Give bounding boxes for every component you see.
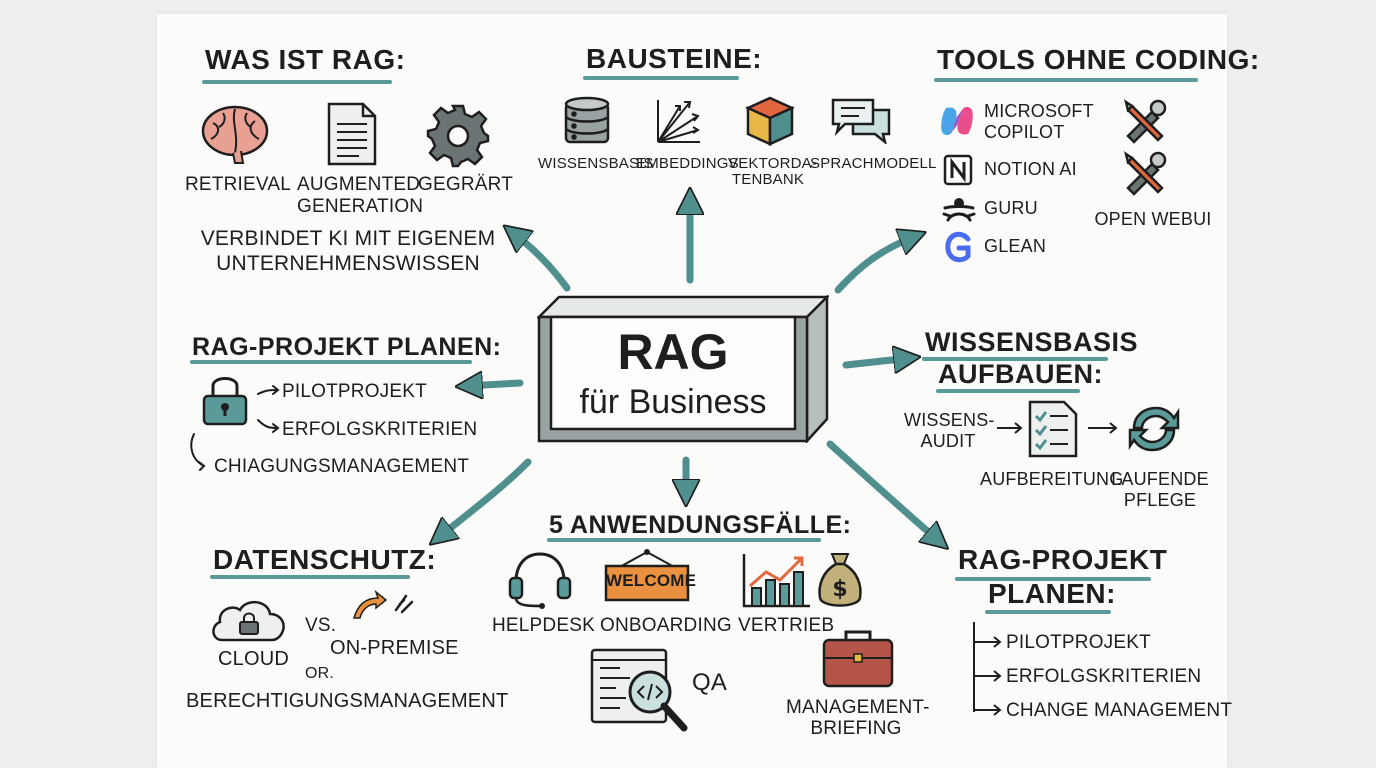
anwendungsfaelle-heading: 5 ANWENDUNGSFÄLLE: xyxy=(549,511,852,539)
summary-line-2: UNTERNEHMENSWISSEN xyxy=(216,252,480,275)
growth-chart-icon xyxy=(742,554,810,608)
label-on-premise: ON-PREMISE xyxy=(330,637,459,659)
anwendungsfaelle-underline xyxy=(547,538,821,542)
guru-logo-icon xyxy=(942,198,976,222)
svg-text:$: $ xyxy=(832,577,847,602)
label-briefing: BRIEFING xyxy=(810,718,902,739)
label-vektordatenbank-2: TENBANK xyxy=(731,171,805,188)
label-vs: VS. xyxy=(305,615,337,636)
label-or: OR. xyxy=(305,665,335,682)
vector-arrows-icon xyxy=(657,100,700,143)
label-pflege: PFLEGE xyxy=(1123,490,1197,510)
arrow-audit-to-checklist xyxy=(997,422,1023,434)
projekt-right-heading-2: PLANEN: xyxy=(988,578,1116,609)
projekt-right-item-1: PILOTPROJEKT xyxy=(1006,632,1151,653)
label-management: MANAGEMENT- xyxy=(786,697,930,718)
padlock-icon xyxy=(202,377,248,426)
label-embeddings: EMBEDDINGS xyxy=(636,155,739,172)
bausteine-underline xyxy=(583,76,739,80)
wissensbasis-underline-1 xyxy=(922,357,1108,361)
projekt-left-item-1: PILOTPROJEKT xyxy=(282,381,427,402)
headset-icon xyxy=(508,552,572,609)
checklist-icon xyxy=(1028,400,1078,458)
copilot-logo-icon xyxy=(941,107,973,135)
code-search-icon xyxy=(590,648,688,732)
projekt-right-item-3: CHANGE MANAGEMENT xyxy=(1006,700,1233,721)
arrow-checklist-to-refresh xyxy=(1088,422,1118,434)
label-berechtigungsmanagement: BERECHTIGUNGSMANAGEMENT xyxy=(186,690,509,712)
center-subtitle: für Business xyxy=(579,383,767,421)
welcome-sign-text: WELCOME xyxy=(606,571,697,590)
wissensbasis-underline-2 xyxy=(936,389,1080,393)
projekt-left-connectors xyxy=(190,385,280,471)
projekt-left-item-3: CHIAGUNGSMANAGEMENT xyxy=(214,456,470,477)
label-copilot: COPILOT xyxy=(984,122,1065,142)
label-vertrieb: VERTRIEB xyxy=(738,615,835,636)
projekt-left-underline xyxy=(190,360,472,364)
welcome-sign-icon xyxy=(604,549,690,602)
label-wissens: WISSENS- xyxy=(904,410,995,430)
briefcase-icon xyxy=(822,630,894,688)
document-icon xyxy=(327,102,377,166)
was-ist-rag-underline xyxy=(202,80,392,84)
projekt-right-heading-1: RAG-PROJEKT xyxy=(958,544,1168,575)
wissensbasis-heading-2: AUFBAUEN: xyxy=(938,359,1103,389)
label-sprachmodell: SPRACHMODELL xyxy=(810,155,937,172)
label-cloud: CLOUD xyxy=(218,648,290,670)
label-retrieval: RETRIEVAL xyxy=(185,174,291,195)
label-aufbereitung: AUFBEREITUNG xyxy=(980,469,1124,489)
label-augmented-generation: AUGMENTED GENERATION xyxy=(297,174,424,217)
chat-bubbles-icon xyxy=(831,98,891,144)
notion-logo-icon xyxy=(943,154,973,186)
glean-logo-icon xyxy=(945,231,971,263)
label-helpdesk: HELPDESK xyxy=(492,615,595,636)
summary-line-1: VERBINDET KI MIT EIGENEM xyxy=(200,227,496,250)
gear-icon xyxy=(426,104,490,168)
projekt-right-item-2: ERFOLGSKRITERIEN xyxy=(1006,666,1202,687)
projekt-right-underline-1 xyxy=(955,577,1151,581)
wissensbasis-heading-1: WISSENSBASIS xyxy=(925,327,1139,357)
money-bag-icon: $ xyxy=(818,553,862,607)
datenschutz-underline xyxy=(210,575,410,579)
bausteine-heading: BAUSTEINE: xyxy=(586,43,763,74)
database-icon xyxy=(564,96,610,144)
label-audit: AUDIT xyxy=(920,431,976,451)
projekt-right-underline-2 xyxy=(985,610,1111,614)
label-notion-ai: NOTION AI xyxy=(984,159,1077,179)
center-box-shape xyxy=(535,293,831,445)
tools-underline xyxy=(934,78,1198,82)
label-microsoft: MICROSOFT xyxy=(984,101,1094,121)
label-wissensbasis: WISSENSBASIS xyxy=(538,155,654,172)
brain-icon xyxy=(201,105,269,164)
projekt-right-bracket xyxy=(973,622,1002,716)
label-glean: GLEAN xyxy=(984,236,1047,256)
label-onboarding: ONBOARDING xyxy=(600,615,732,636)
projekt-left-heading: RAG-PROJEKT PLANEN: xyxy=(192,333,502,361)
wrench-screwdriver-icon xyxy=(1124,99,1167,144)
wrench-screwdriver-icon-2 xyxy=(1124,151,1167,196)
label-vektordatenbank-1: VEKTORDA- xyxy=(728,155,818,172)
label-laufende: LAUFENDE xyxy=(1111,469,1209,489)
was-ist-rag-heading: WAS IST RAG: xyxy=(205,44,406,75)
center-title: RAG xyxy=(617,324,729,380)
label-qa: QA xyxy=(692,669,728,696)
label-open-webui: OPEN WEBUI xyxy=(1094,209,1212,229)
cloud-lock-icon xyxy=(212,601,285,642)
label-gegraert: GEGRÄRT xyxy=(418,174,514,195)
cube-icon xyxy=(744,96,796,146)
datenschutz-heading: DATENSCHUTZ: xyxy=(213,544,437,575)
center-box: RAG für Business xyxy=(535,293,831,445)
exchange-arrows-icon xyxy=(353,590,414,619)
label-guru: GURU xyxy=(984,198,1038,218)
tools-heading: TOOLS OHNE CODING: xyxy=(937,44,1260,75)
projekt-left-item-2: ERFOLGSKRITERIEN xyxy=(282,419,478,440)
refresh-cycle-icon xyxy=(1128,406,1180,452)
